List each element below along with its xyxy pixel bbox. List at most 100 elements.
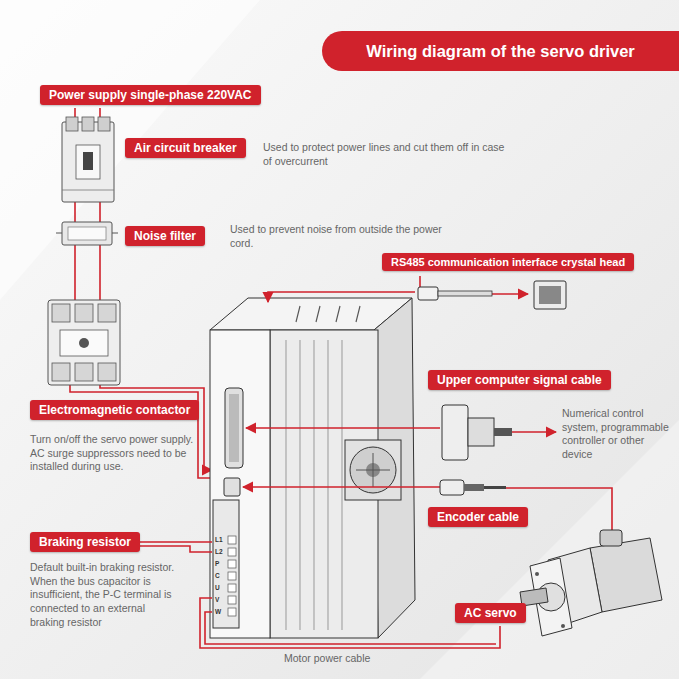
contactor-part bbox=[75, 304, 93, 322]
terminal-name: P bbox=[215, 561, 227, 568]
label-pill: AC servo bbox=[455, 603, 526, 623]
contactor-part bbox=[52, 363, 70, 381]
rs485-wire-part bbox=[268, 292, 415, 302]
servo-driver-part-part bbox=[228, 548, 236, 556]
encoder-wire-part bbox=[243, 486, 440, 488]
servo-driver-part bbox=[356, 453, 390, 487]
contactor-part bbox=[75, 363, 93, 381]
label-pill: Braking resistor bbox=[30, 532, 140, 552]
motor-power-wire-part bbox=[205, 612, 496, 644]
servo-driver-part-part bbox=[356, 306, 360, 322]
terminal-name: C bbox=[215, 573, 227, 580]
rs485-wire-part bbox=[419, 276, 421, 288]
db-connector-part bbox=[468, 418, 494, 446]
circuit-breaker-part bbox=[83, 152, 93, 170]
servo-driver-part-part bbox=[300, 340, 301, 630]
servo-motor-part bbox=[561, 624, 565, 628]
encoder-wire bbox=[243, 487, 612, 540]
encoder-plug-part bbox=[464, 484, 484, 491]
circuit-breaker-part bbox=[82, 117, 94, 131]
power-wire-part bbox=[75, 200, 100, 222]
pill-text: Upper computer signal cable bbox=[437, 373, 602, 387]
noise-filter-part bbox=[62, 222, 112, 245]
contactor-part bbox=[98, 304, 116, 322]
encoder-plug bbox=[440, 480, 506, 495]
motor-power-wire bbox=[200, 598, 560, 648]
servo-driver-part-part bbox=[228, 584, 236, 592]
title-banner: Wiring diagram of the servo driver bbox=[322, 31, 679, 71]
servo-driver-part bbox=[229, 394, 239, 462]
terminal-name: W bbox=[215, 609, 227, 616]
servo-driver-part-part bbox=[316, 306, 320, 322]
servo-motor-part bbox=[535, 572, 539, 576]
rj45-plug-part bbox=[418, 287, 438, 300]
noise-filter-part bbox=[56, 233, 62, 234]
servo-driver-part bbox=[224, 478, 240, 496]
terminal-name: V bbox=[215, 597, 227, 604]
background-part bbox=[0, 0, 260, 300]
servo-driver-part-part bbox=[228, 572, 236, 580]
circuit-breaker-part bbox=[62, 190, 114, 191]
label-pill: Power supply single-phase 220VAC bbox=[40, 85, 261, 105]
servo-driver-part bbox=[345, 440, 401, 500]
contactor-part bbox=[79, 338, 89, 348]
encoder-plug-part bbox=[484, 486, 506, 489]
circuit-breaker-part bbox=[98, 117, 110, 131]
contactor-part bbox=[60, 330, 108, 356]
power-wire-part bbox=[75, 245, 100, 300]
hmi-screen bbox=[534, 281, 566, 309]
circuit-breaker-part bbox=[62, 122, 114, 202]
servo-driver-part-part bbox=[314, 340, 315, 630]
servo-driver-part-part bbox=[228, 608, 236, 616]
noise-filter-part bbox=[68, 227, 106, 240]
label-pill: Electromagnetic contactor bbox=[30, 400, 199, 420]
servo-driver-part bbox=[210, 330, 270, 638]
servo-driver-part-part bbox=[286, 340, 287, 630]
terminal-name: L1 bbox=[215, 537, 227, 544]
label-pill: Upper computer signal cable bbox=[428, 370, 611, 390]
contactor-part bbox=[52, 304, 70, 322]
servo-driver-part-part bbox=[373, 453, 374, 487]
signal-wire-part bbox=[246, 427, 440, 429]
hmi-screen-part bbox=[534, 281, 566, 309]
servo-driver-part-part bbox=[342, 340, 343, 630]
servo-driver-part bbox=[225, 388, 243, 468]
servo-driver-part-part bbox=[328, 340, 329, 630]
label-pill: Noise filter bbox=[125, 226, 205, 246]
description-text: Default built-in braking resistor. When … bbox=[30, 561, 182, 629]
cable-label: Motor power cable bbox=[284, 652, 424, 666]
servo-driver-part bbox=[228, 536, 236, 616]
servo-driver-part bbox=[296, 306, 360, 322]
circuit-breaker bbox=[62, 117, 114, 202]
terminal-name: L2 bbox=[215, 549, 227, 556]
servo-driver-part bbox=[350, 447, 396, 493]
servo-motor-part bbox=[600, 530, 622, 546]
servo-driver-part-part bbox=[336, 306, 340, 322]
pill-text: Encoder cable bbox=[437, 510, 519, 524]
rs485-wire-part bbox=[492, 293, 528, 295]
contactor-part bbox=[48, 300, 120, 385]
noise-filter-part bbox=[112, 233, 118, 234]
power-wire bbox=[70, 108, 212, 478]
servo-driver-part-part bbox=[228, 560, 236, 568]
servo-driver-part bbox=[213, 500, 239, 628]
pill-text: Power supply single-phase 220VAC bbox=[49, 88, 252, 102]
pill-text: Noise filter bbox=[134, 229, 196, 243]
servo-motor bbox=[520, 530, 662, 636]
contactor bbox=[48, 300, 120, 385]
servo-driver-part-part bbox=[228, 536, 236, 544]
db-connector-part bbox=[494, 428, 512, 436]
signal-wire-part bbox=[512, 431, 556, 433]
encoder-plug-part bbox=[440, 480, 464, 495]
servo-driver bbox=[210, 298, 415, 638]
pill-text: AC servo bbox=[464, 606, 517, 620]
servo-driver-part-part bbox=[228, 596, 236, 604]
db-connector-part bbox=[442, 405, 468, 460]
db-connector bbox=[442, 405, 512, 460]
description-text: Used to protect power lines and cut them… bbox=[263, 141, 513, 168]
rs485-wire bbox=[268, 276, 528, 302]
rj45-plug-part bbox=[438, 291, 492, 296]
label-pill: Encoder cable bbox=[428, 507, 528, 527]
